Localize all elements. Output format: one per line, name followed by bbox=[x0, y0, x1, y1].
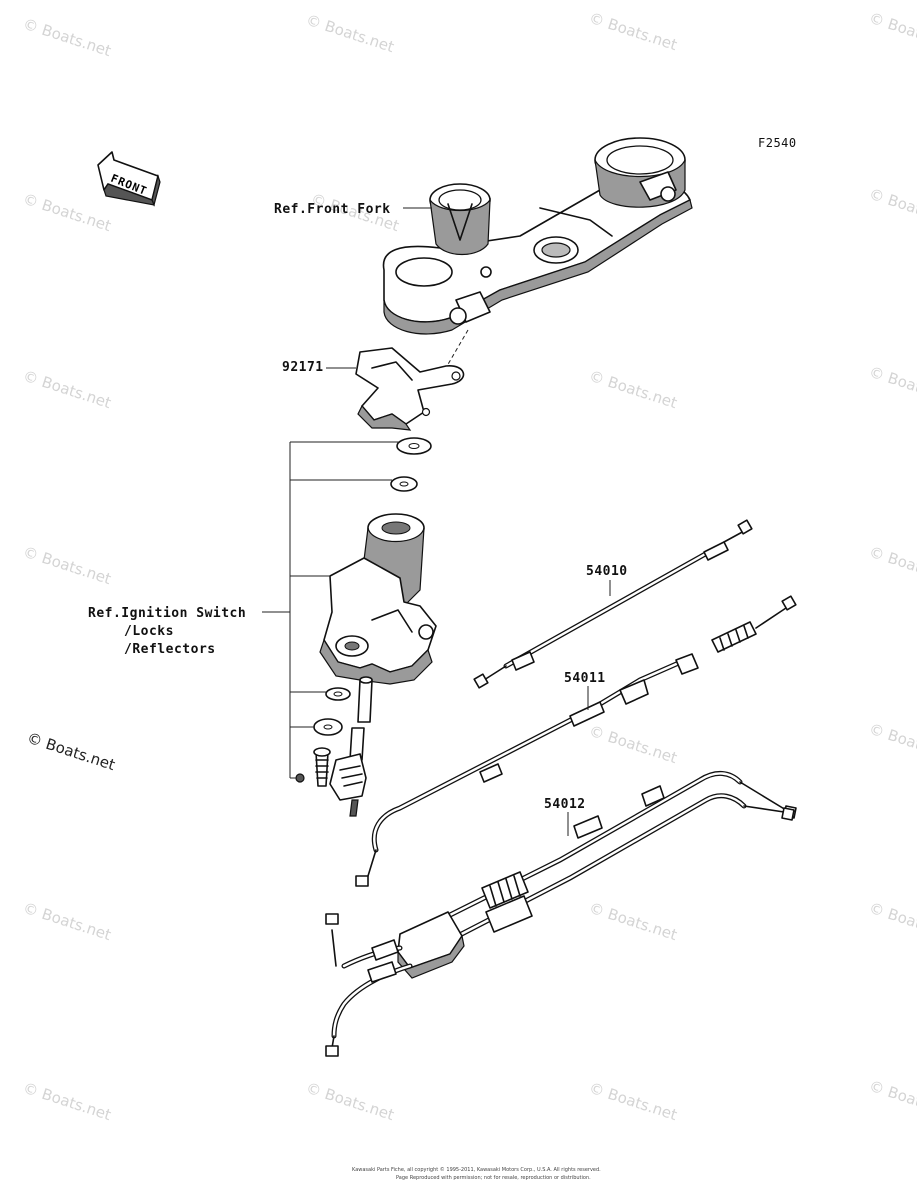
washer-4 bbox=[313, 718, 343, 736]
watermark: © Boats.net bbox=[21, 899, 114, 944]
bushing bbox=[357, 676, 373, 723]
guide-line bbox=[439, 329, 469, 379]
watermark: © Boats.net bbox=[867, 9, 917, 54]
watermark: © Boats.net bbox=[304, 1079, 397, 1124]
watermark: © Boats.net bbox=[304, 11, 397, 56]
watermark: © Boats.net bbox=[587, 899, 680, 944]
watermark: © Boats.net bbox=[21, 1079, 114, 1124]
switch-connector bbox=[329, 727, 367, 817]
figure-id: F2540 bbox=[758, 136, 797, 150]
watermark: © Boats.net bbox=[867, 543, 917, 588]
watermark: © Boats.net bbox=[21, 543, 114, 588]
watermark: © Boats.net bbox=[21, 15, 114, 60]
label-ignition-line2: /Locks bbox=[124, 624, 174, 639]
watermark: © Boats.net bbox=[587, 9, 680, 54]
label-54011: 54011 bbox=[564, 671, 606, 686]
washer-3 bbox=[325, 687, 351, 701]
ignition-switch bbox=[319, 513, 437, 685]
watermark: © Boats.net bbox=[867, 720, 917, 765]
label-54012: 54012 bbox=[544, 797, 586, 812]
washer-upper bbox=[396, 437, 432, 455]
cable-54012 bbox=[325, 771, 797, 1057]
label-ignition-line3: /Reflectors bbox=[124, 642, 216, 657]
watermark: © Boats.net bbox=[867, 899, 917, 944]
bracket-92171 bbox=[355, 347, 465, 431]
watermark: © Boats.net bbox=[587, 367, 680, 412]
watermark: © Boats.net bbox=[867, 1077, 917, 1122]
watermark: © Boats.net bbox=[21, 367, 114, 412]
watermark: © Boats.net bbox=[587, 1079, 680, 1124]
watermark: © Boats.net bbox=[867, 185, 917, 230]
bolt bbox=[295, 747, 331, 787]
watermark-dark: © Boats.net bbox=[25, 729, 118, 774]
label-front-fork: Ref.Front Fork bbox=[274, 202, 391, 217]
footer-line2: Page Reproduced with permission; not for… bbox=[396, 1175, 591, 1181]
ignition-group-bracket bbox=[262, 441, 400, 779]
label-92171: 92171 bbox=[282, 360, 324, 375]
label-54010: 54010 bbox=[586, 564, 628, 579]
watermark: © Boats.net bbox=[21, 190, 114, 235]
watermark: © Boats.net bbox=[587, 722, 680, 767]
label-ignition-line1: Ref.Ignition Switch bbox=[88, 606, 246, 621]
washer-lower bbox=[390, 476, 418, 492]
front-arrow-icon: FRONT bbox=[97, 151, 161, 207]
watermark: © Boats.net bbox=[867, 363, 917, 408]
footer-line1: Kawasaki Parts Fiche, all copyright © 19… bbox=[352, 1166, 601, 1173]
cable-54010 bbox=[473, 519, 753, 689]
cable-54011 bbox=[355, 595, 797, 887]
upper-triple-clamp bbox=[382, 137, 693, 335]
